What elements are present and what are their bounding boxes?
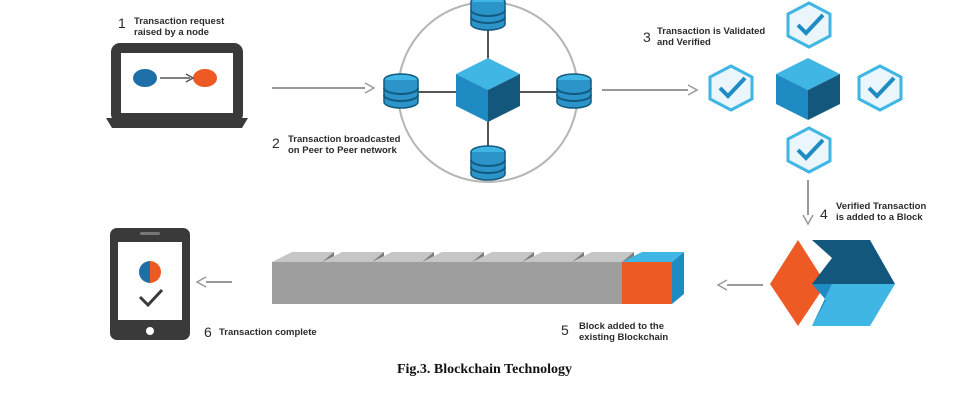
chain-new-block	[622, 252, 684, 304]
validation-icon	[708, 1, 903, 174]
step-4-label: Verified Transaction is added to a Block	[836, 201, 926, 223]
network-cube-icon	[456, 58, 520, 122]
step-6-line-1: Transaction complete	[219, 327, 317, 338]
step-4-number: 4	[820, 206, 828, 222]
figure-caption: Fig.3. Blockchain Technology	[396, 362, 573, 377]
step-6-label: Transaction complete	[219, 327, 317, 338]
step-1-line-1: Transaction request	[134, 16, 225, 27]
step-3-label: Transaction is Validated and Verified	[657, 26, 765, 48]
database-icon-right	[556, 73, 592, 109]
diagram-svg	[106, 0, 903, 340]
laptop-icon	[106, 43, 248, 128]
step-3-number: 3	[643, 29, 651, 45]
database-icon-bottom	[470, 145, 506, 181]
database-icon-top	[470, 0, 506, 31]
step-2-line-2: on Peer to Peer network	[288, 145, 397, 156]
check-icon-top	[786, 1, 832, 49]
check-icon-left	[708, 64, 754, 112]
step-1-line-2: raised by a node	[134, 27, 209, 38]
validation-cube-icon	[776, 58, 840, 120]
step-6-number: 6	[204, 324, 212, 340]
step-1-label: Transaction request raised by a node	[134, 16, 224, 38]
step-4-line-2: is added to a Block	[836, 212, 923, 223]
check-icon-bottom	[786, 126, 832, 174]
step-3-line-1: Transaction is Validated	[657, 26, 766, 37]
step-5-line-1: Block added to the	[579, 321, 664, 332]
step-1-number: 1	[118, 15, 126, 31]
step-5-label: Block added to the existing Blockchain	[579, 321, 668, 343]
step-4-line-1: Verified Transaction	[836, 201, 927, 212]
blockchain-icon	[272, 252, 684, 304]
database-icon-left	[383, 73, 419, 109]
new-block-icon	[770, 240, 895, 326]
step-2-label: Transaction broadcasted on Peer to Peer …	[288, 134, 400, 156]
step-2-number: 2	[272, 135, 280, 151]
phone-icon	[110, 228, 190, 340]
step-5-line-2: existing Blockchain	[579, 332, 669, 343]
step-3-line-2: and Verified	[657, 37, 711, 48]
step-2-line-1: Transaction broadcasted	[288, 134, 401, 145]
check-icon-right	[857, 64, 903, 112]
peer-network-icon	[383, 0, 592, 183]
step-5-number: 5	[561, 322, 569, 338]
